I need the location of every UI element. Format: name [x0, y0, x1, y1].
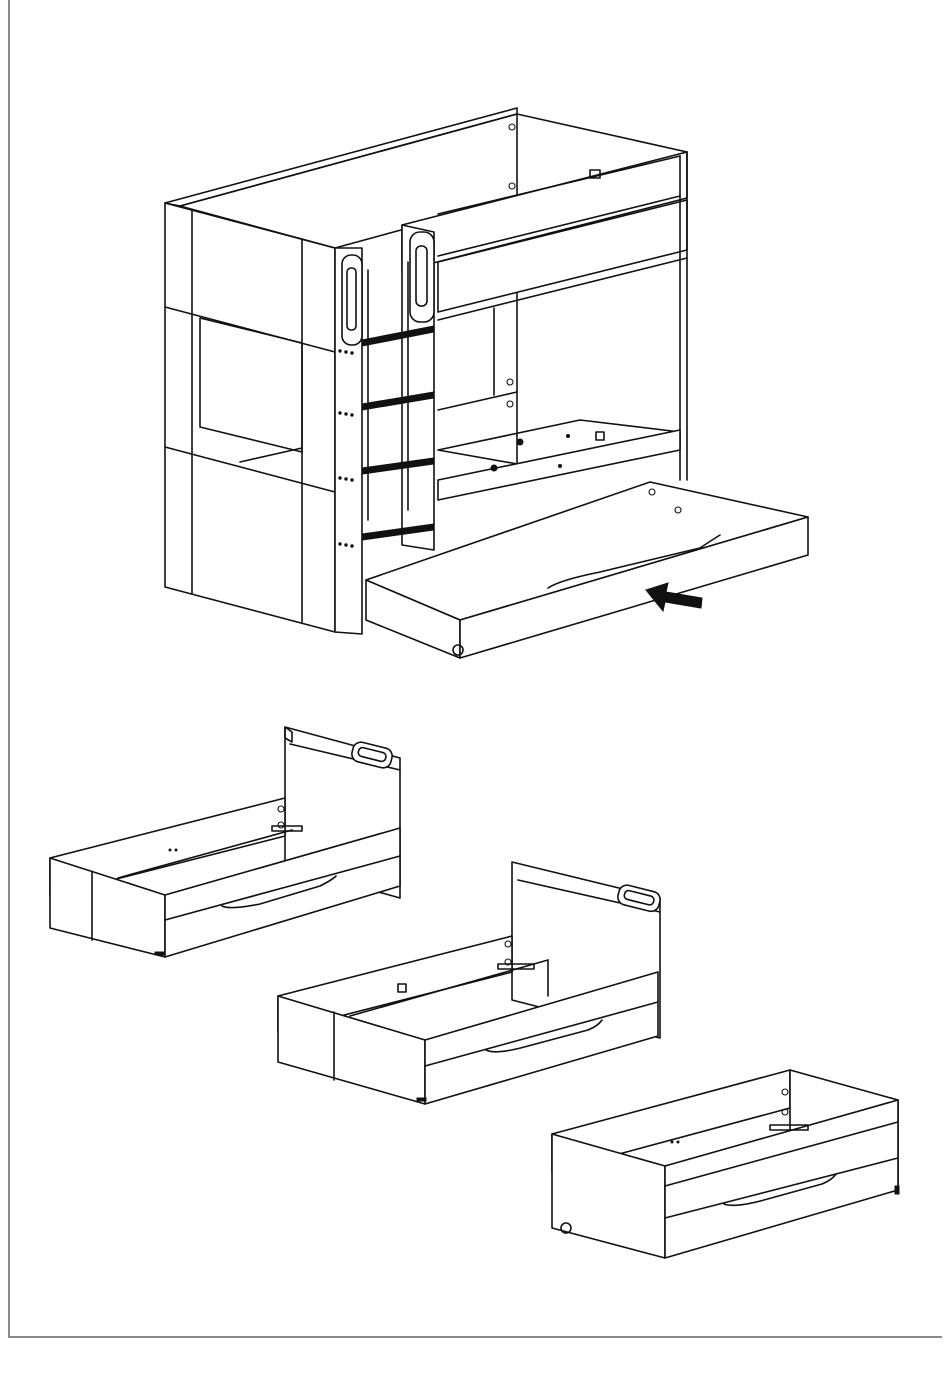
- single-bed-with-headboard-a: [50, 727, 400, 957]
- bunk-bed-with-trundle-drawer: [165, 108, 808, 658]
- bunk-left-end-panel: [165, 203, 335, 632]
- bunk-lower-bed: [438, 308, 680, 500]
- trundle-drawer-bed: [552, 1070, 899, 1258]
